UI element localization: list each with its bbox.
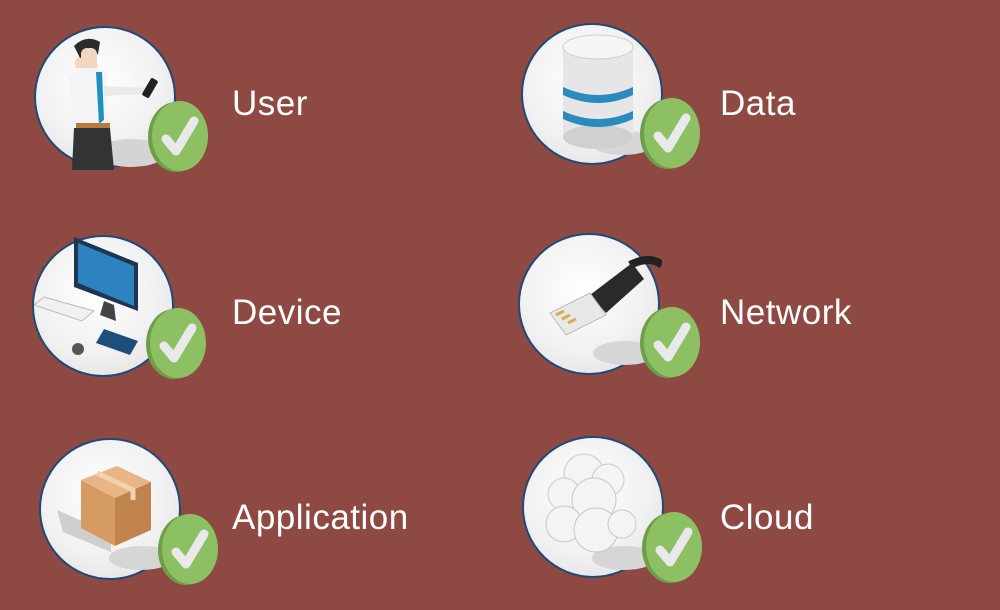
check-icon (638, 305, 702, 379)
ethernet-cable-icon (549, 256, 662, 365)
check-icon (640, 510, 704, 584)
item-label: Device (232, 293, 342, 332)
item-label: Network (720, 293, 852, 332)
check-icon (156, 512, 220, 586)
check-icon (638, 96, 702, 170)
item-label: Application (232, 498, 409, 537)
item-label: User (232, 84, 308, 123)
network-circle (518, 233, 662, 375)
user-circle (34, 26, 176, 170)
package-box-icon (57, 466, 173, 570)
cloud-circle (522, 436, 664, 578)
item-label: Cloud (720, 498, 814, 537)
check-icon (144, 306, 208, 380)
data-circle (521, 23, 663, 165)
user-icon (68, 38, 166, 170)
cloud-icon (545, 453, 656, 570)
database-icon (562, 34, 655, 155)
computer-icon (34, 237, 138, 355)
check-icon (146, 99, 210, 173)
application-circle (39, 438, 181, 580)
item-label: Data (720, 84, 796, 123)
